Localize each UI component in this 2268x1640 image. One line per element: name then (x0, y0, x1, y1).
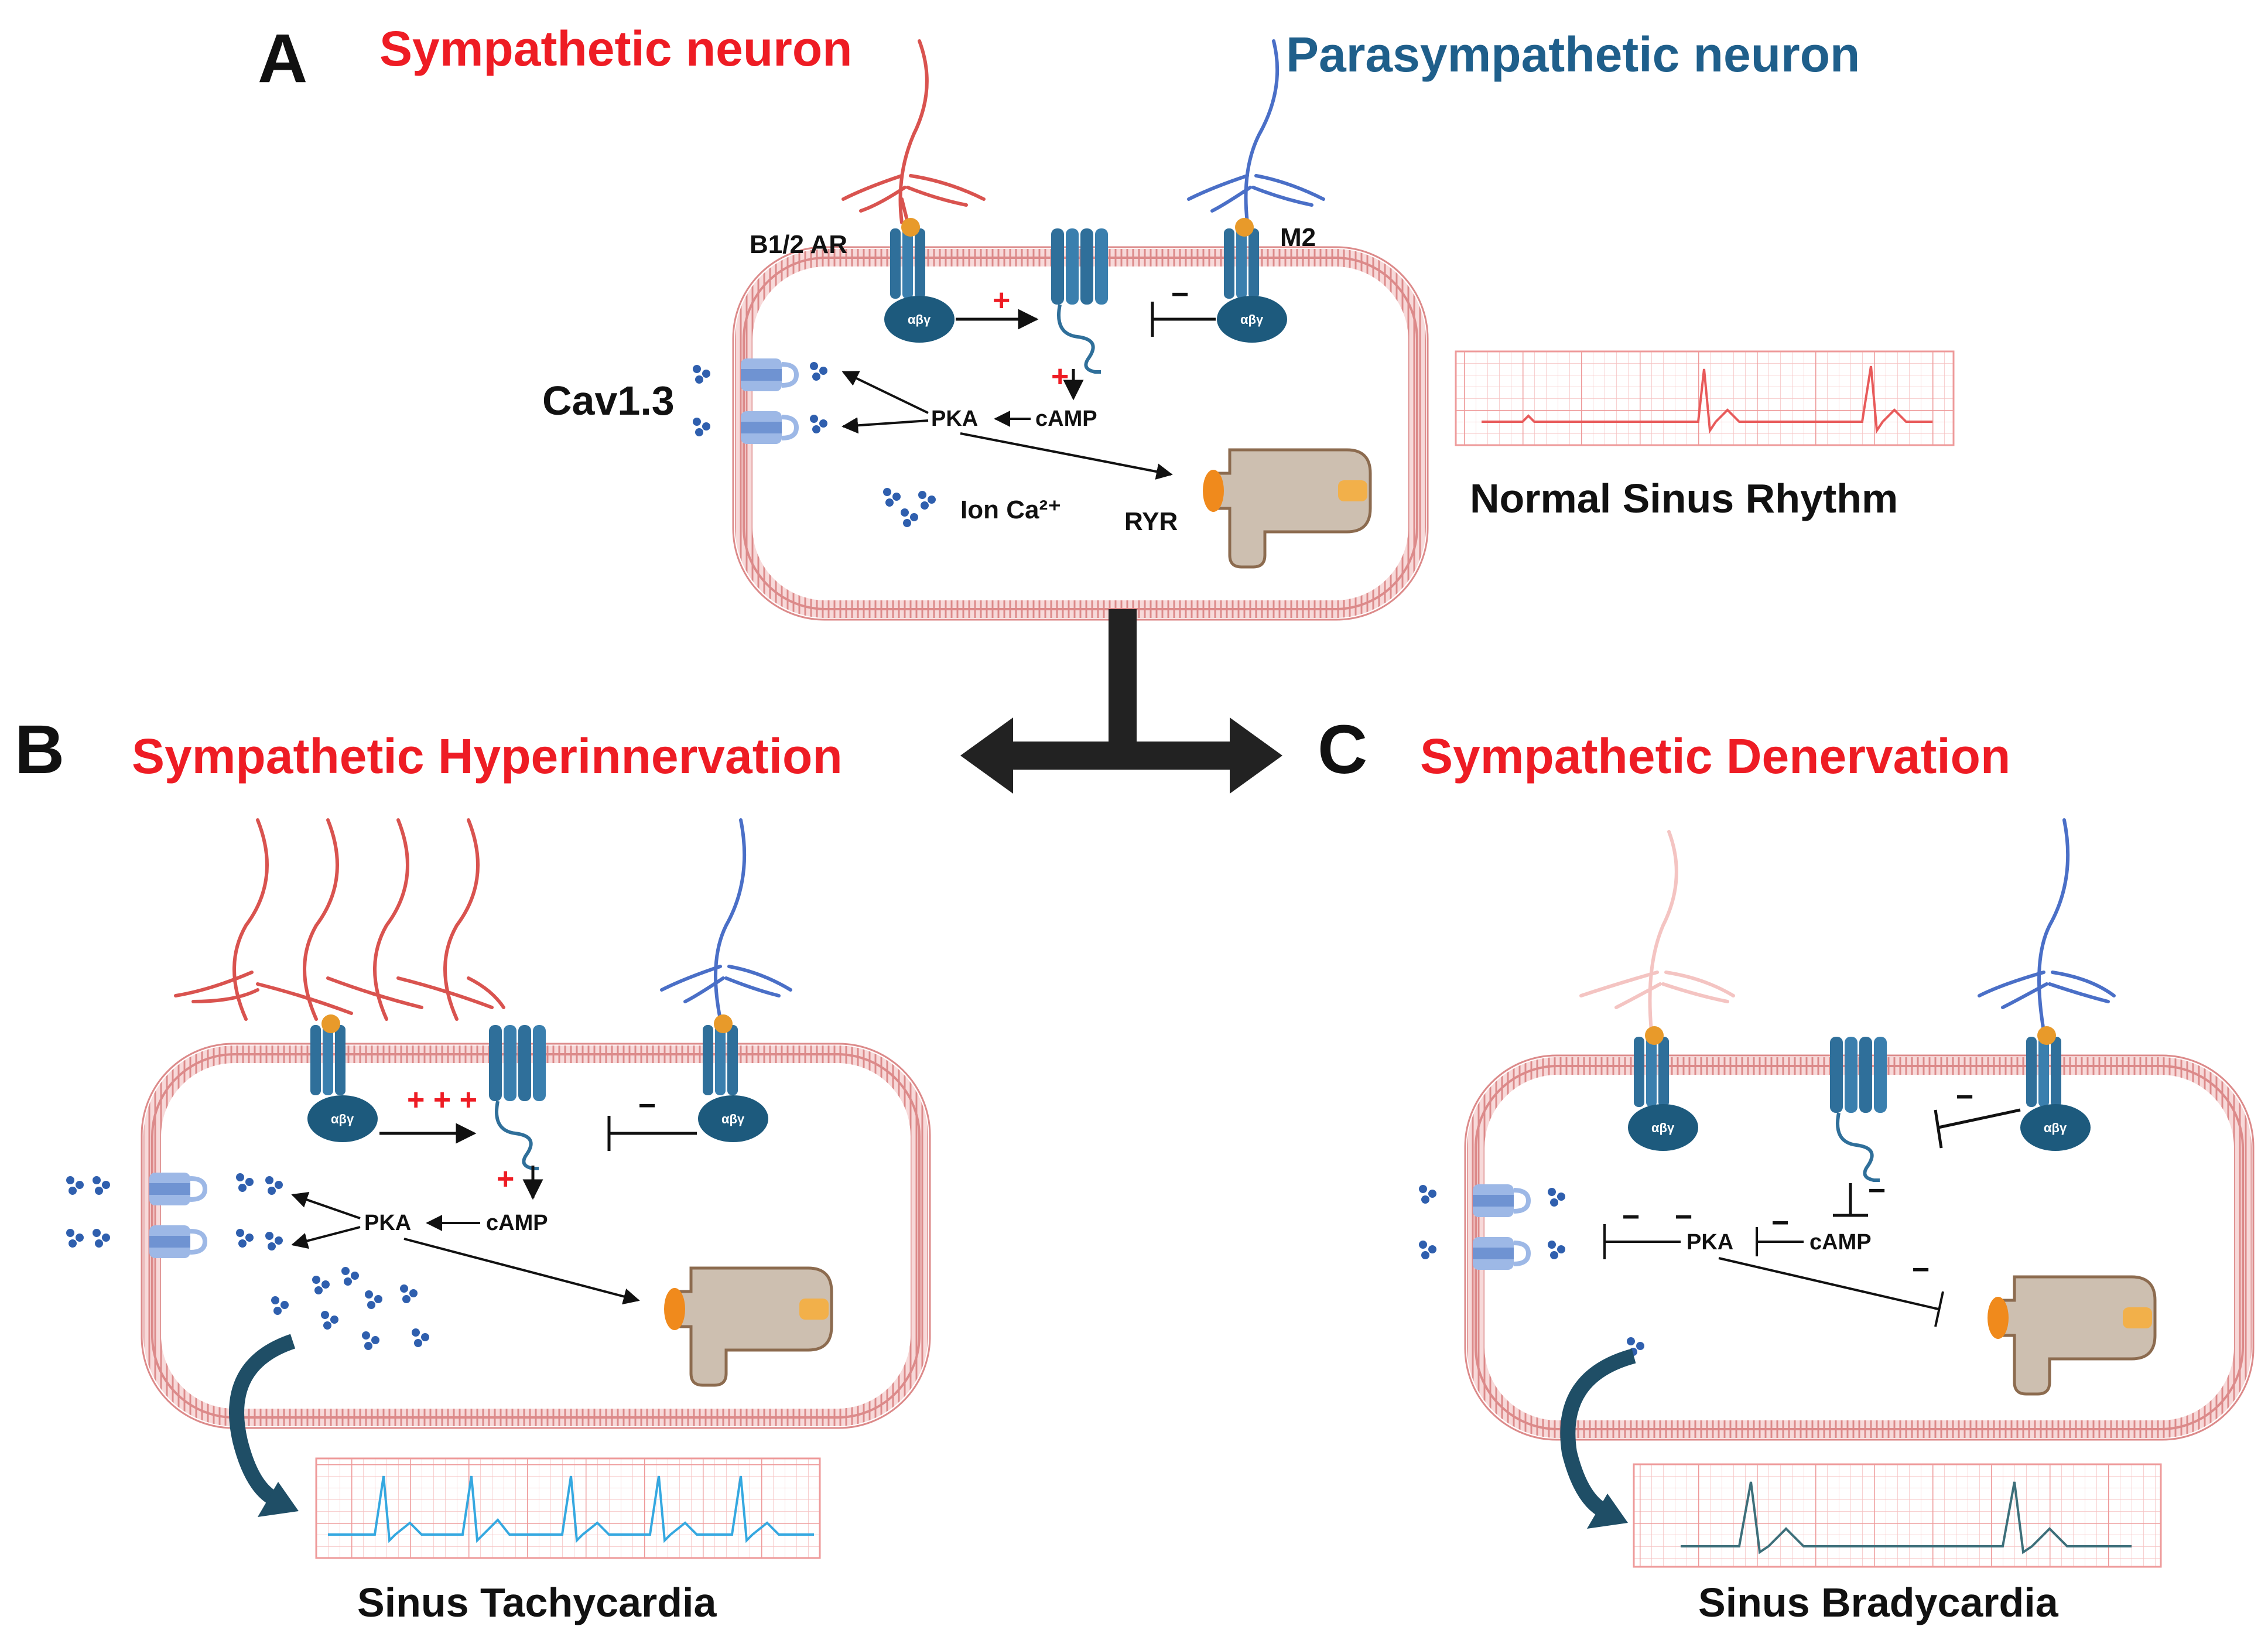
g-protein-b-label: αβγ (908, 312, 931, 327)
ecg-caption-tachycardia: Sinus Tachycardia (357, 1580, 717, 1625)
calcium-ion-icon (1419, 1241, 1436, 1259)
plus-ac-b: + + + (407, 1083, 477, 1117)
calcium-ion-icon (810, 415, 827, 433)
ecg-trace-tachycardia (328, 1475, 814, 1543)
sympathetic-neuron-title: Sympathetic neuron (379, 21, 852, 76)
parasympathetic-neuron-icon (1978, 818, 2116, 1033)
ecg-trace-bradycardia (1681, 1481, 2132, 1554)
minus-m2-b: − (638, 1089, 656, 1123)
beta-adrenergic-receptor-icon (890, 218, 925, 299)
calcium-channel-bottom-b (149, 1225, 205, 1258)
g-protein-m2-label-b: αβγ (721, 1112, 745, 1126)
g-protein-b-label-b: αβγ (331, 1112, 354, 1126)
camp-label-a: cAMP (1035, 406, 1097, 431)
g-protein-m2-label: αβγ (1240, 312, 1264, 327)
parasympathetic-neuron-title: Parasympathetic neuron (1286, 27, 1860, 82)
panel-b: B Sympathetic Hyperinnervation (15, 711, 931, 1625)
pka-label-b: PKA (364, 1211, 411, 1235)
calcium-channel-top-a (741, 358, 796, 391)
calcium-channel-top-c (1473, 1184, 1528, 1217)
pka-label-a: PKA (931, 406, 978, 431)
calcium-ion-cluster-a (883, 488, 936, 527)
ecg-strip-bradycardia (1633, 1463, 2162, 1568)
beta-adrenergic-receptor-icon (1634, 1026, 1669, 1107)
ecg-trace-normal (1482, 365, 1932, 434)
minus-ryr-c: − (1912, 1253, 1930, 1287)
curved-arrow-icon (229, 1334, 296, 1506)
cell-membrane-a (735, 249, 1426, 618)
m2-receptor-icon (2026, 1026, 2061, 1107)
calcium-channel-top-b (149, 1173, 205, 1205)
ecg-strip-normal (1455, 350, 1955, 446)
calcium-ion-icon (693, 365, 710, 384)
panel-b-title: Sympathetic Hyperinnervation (132, 729, 843, 784)
calcium-ion-icon (66, 1176, 84, 1195)
calcium-channel-bottom-c (1473, 1237, 1528, 1270)
ryr-icon (664, 1268, 832, 1385)
calcium-ion-cluster-b (271, 1267, 429, 1350)
panel-a-letter: A (258, 20, 307, 97)
calcium-ion-icon (236, 1229, 254, 1248)
minus-cav-bottom-c: − (1675, 1200, 1692, 1234)
sympathetic-neuron-icon (841, 39, 986, 224)
sympathetic-neuron-icon (174, 818, 505, 1021)
calcium-ion-icon (1548, 1188, 1565, 1207)
calcium-ion-icon (810, 362, 827, 381)
parasympathetic-neuron-icon (1187, 39, 1325, 224)
panel-c: C Sympathetic Denervation αβγ αβγ − (1318, 711, 2255, 1625)
panel-c-title: Sympathetic Denervation (1420, 729, 2010, 784)
m2-receptor-icon (703, 1014, 738, 1095)
g-protein-m2-label-c: αβγ (2044, 1120, 2067, 1135)
calcium-ion-icon (1548, 1241, 1565, 1259)
calcium-ion-icon (265, 1232, 283, 1250)
ion-label: Ion Ca²⁺ (960, 496, 1061, 524)
minus-cav-top-c: − (1622, 1200, 1640, 1234)
calcium-ion-icon (236, 1173, 254, 1192)
panel-a: A Sympathetic neuron Parasympathetic neu… (258, 20, 1955, 621)
calcium-ion-icon (1419, 1185, 1436, 1204)
calcium-ion-icon (66, 1229, 84, 1248)
minus-pka-c: − (1771, 1206, 1789, 1240)
ryr-icon (1203, 450, 1370, 567)
plus-ac-a: + (993, 283, 1010, 317)
ryr-icon (1988, 1277, 2155, 1394)
calcium-channel-bottom-a (741, 411, 796, 444)
g-protein-b-label-c: αβγ (1651, 1120, 1675, 1135)
plus-camp-b: + (497, 1162, 514, 1196)
camp-label-c: cAMP (1809, 1230, 1872, 1255)
minus-m2-c: − (1956, 1080, 1973, 1114)
ecg-caption-bradycardia: Sinus Bradycardia (1698, 1580, 2059, 1625)
panel-c-letter: C (1318, 711, 1367, 788)
beta-adrenergic-receptor-icon (310, 1014, 345, 1095)
panel-b-letter: B (15, 711, 64, 788)
branch-arrow-icon (960, 609, 1282, 794)
sympathetic-neuron-faded-icon (1579, 830, 1735, 1033)
calcium-ion-icon (93, 1176, 110, 1195)
calcium-ion-icon (265, 1176, 283, 1195)
curved-arrow-icon (1560, 1348, 1636, 1518)
calcium-ion-icon (93, 1229, 110, 1248)
pka-label-c: PKA (1687, 1230, 1733, 1255)
parasympathetic-neuron-icon (660, 818, 792, 1021)
camp-label-b: cAMP (486, 1211, 548, 1235)
minus-ac-c: − (1868, 1174, 1886, 1208)
ryr-label-a: RYR (1124, 507, 1178, 536)
calcium-ion-icon (693, 418, 710, 436)
receptor-b-label: B1/2 AR (750, 230, 847, 259)
ecg-caption-normal: Normal Sinus Rhythm (1470, 476, 1898, 521)
channel-label: Cav1.3 (542, 378, 675, 423)
receptor-m2-label: M2 (1280, 223, 1316, 252)
minus-m2-a: − (1171, 278, 1189, 312)
m2-receptor-icon (1224, 218, 1259, 299)
plus-camp-a: + (1051, 360, 1069, 394)
